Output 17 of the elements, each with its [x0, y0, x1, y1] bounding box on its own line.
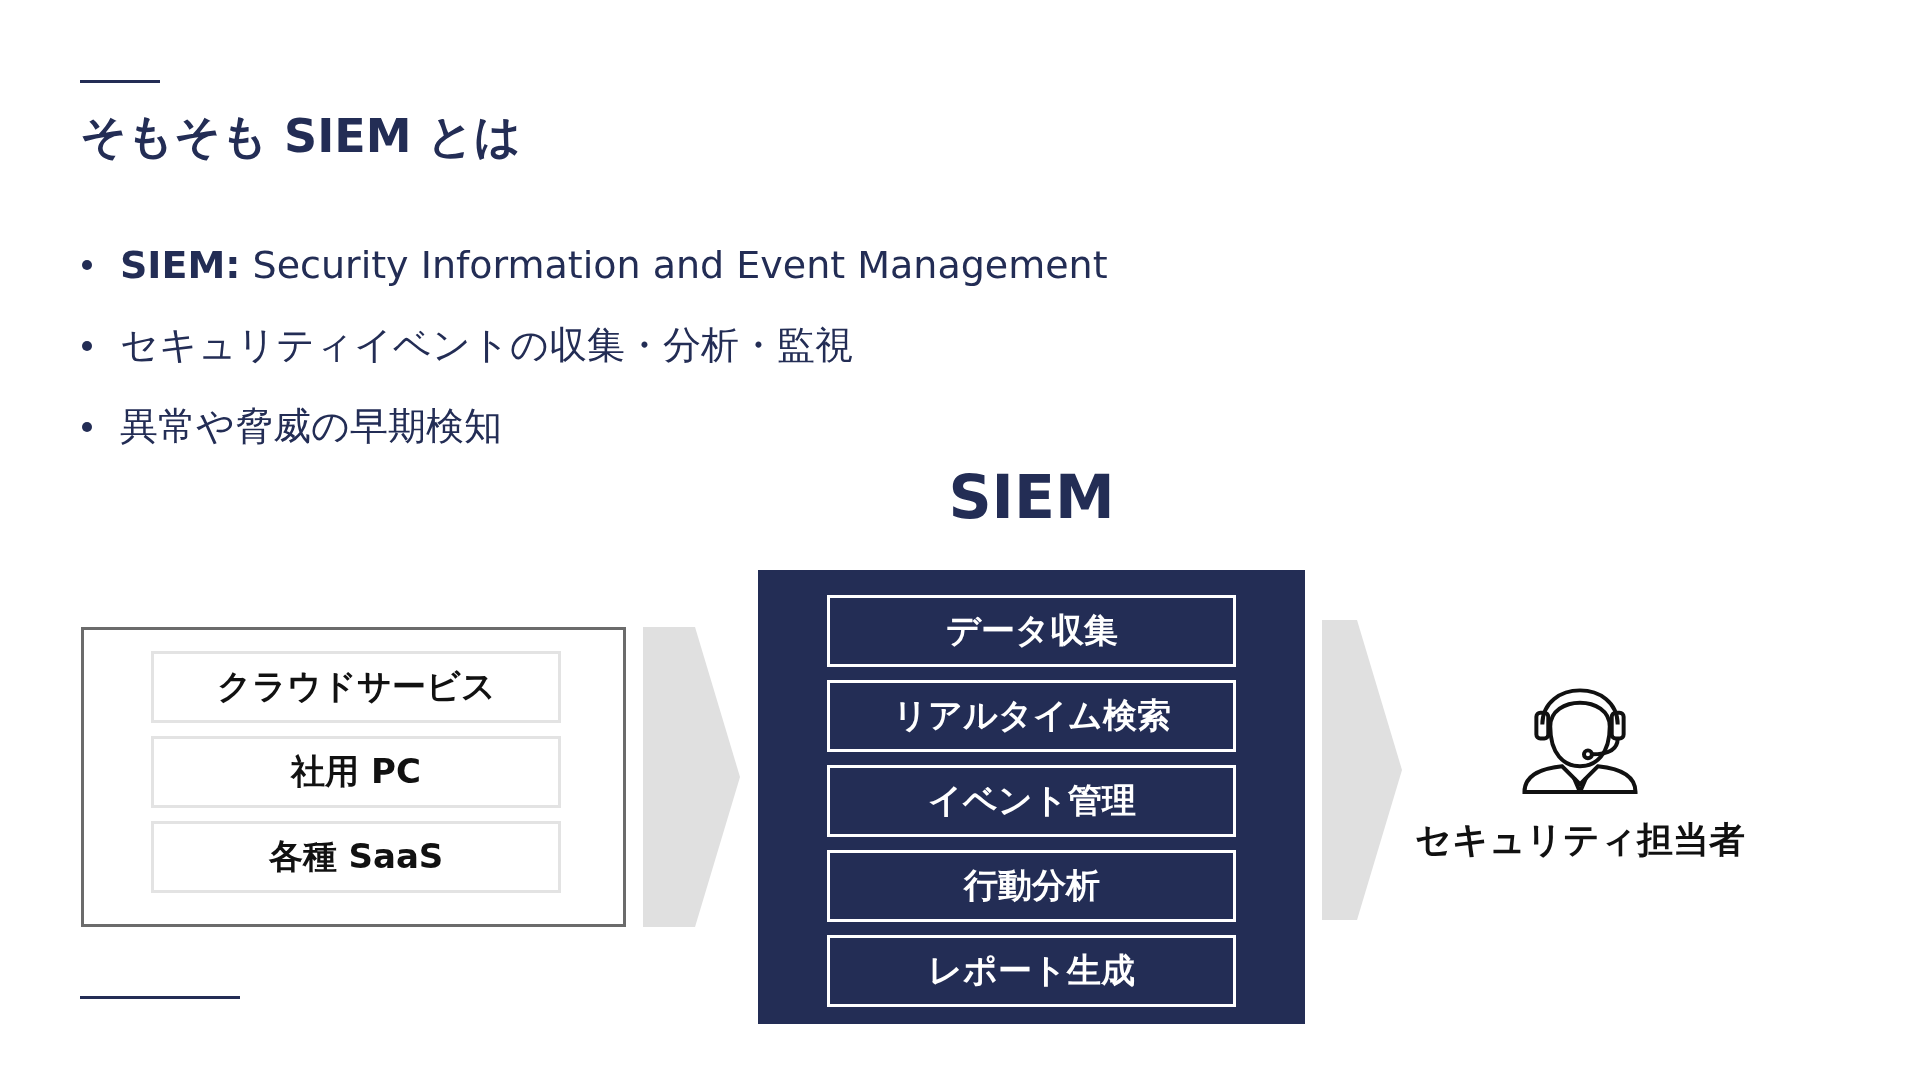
- source-box: 社用 PC: [151, 736, 561, 808]
- bullet-text: 異常や脅威の早期検知: [120, 403, 502, 450]
- function-box: レポート生成: [827, 935, 1236, 1007]
- chevron-arrow: [643, 627, 740, 927]
- source-group-box: [81, 627, 626, 927]
- source-box: クラウドサービス: [151, 651, 561, 723]
- panel-heading: SIEM: [947, 462, 1116, 532]
- function-box: イベント管理: [827, 765, 1236, 837]
- bullet-text: SIEM: Security Information and Event Management: [120, 242, 1108, 287]
- chevron-arrow: [1322, 620, 1402, 920]
- slide-title: そもそも SIEM とは: [80, 108, 522, 165]
- function-box: リアルタイム検索: [827, 680, 1236, 752]
- source-box: 各種 SaaS: [151, 821, 561, 893]
- function-box: データ収集: [827, 595, 1236, 667]
- function-box: 行動分析: [827, 850, 1236, 922]
- role-label: セキュリティ担当者: [1415, 818, 1745, 862]
- bullet-text: セキュリティイベントの収集・分析・監視: [120, 322, 853, 369]
